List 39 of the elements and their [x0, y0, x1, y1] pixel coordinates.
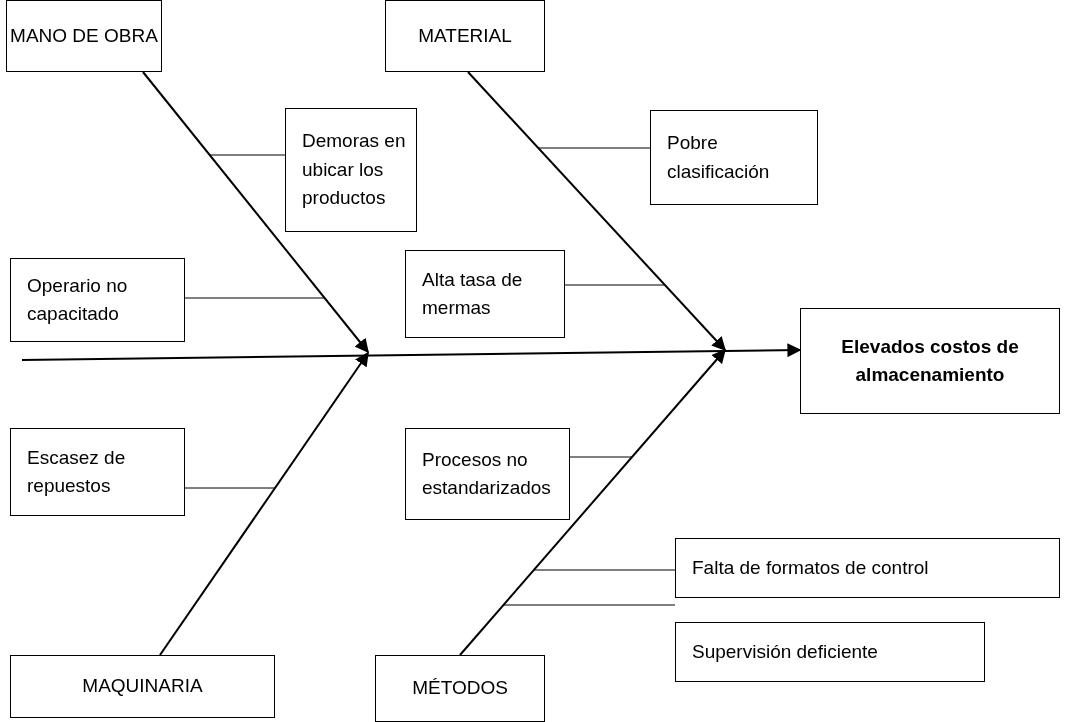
cause-box	[10, 428, 185, 516]
cause-box	[675, 538, 1060, 598]
category-box	[6, 0, 162, 72]
category-label: MÉTODOS	[412, 676, 508, 701]
cause-label: Escasez de repuestos	[27, 445, 127, 498]
branch-line	[502, 604, 676, 606]
bone-arrow	[142, 71, 369, 354]
effect-box	[800, 308, 1060, 414]
branch-line	[209, 154, 286, 156]
cause-box	[675, 622, 985, 682]
bone-arrow	[159, 351, 369, 656]
cause-label: Falta de formatos de control	[692, 555, 929, 580]
cause-label: Pobre clasificación	[667, 131, 771, 184]
cause-box	[405, 428, 570, 520]
category-label: MANO DE OBRA	[10, 23, 158, 48]
category-box	[10, 655, 275, 718]
branch-line	[184, 487, 276, 489]
branch-line	[184, 297, 326, 299]
cause-label: Alta tasa de mermas	[422, 267, 524, 320]
cause-label: Procesos no estandarizados	[422, 447, 552, 500]
cause-label: Operario no capacitado	[27, 273, 129, 326]
category-box	[385, 0, 545, 72]
cause-box	[650, 110, 818, 205]
cause-label: Supervisión deficiente	[692, 639, 878, 664]
branch-line	[564, 284, 666, 286]
cause-label: Demoras en ubicar los productos	[302, 129, 407, 211]
cause-box	[10, 258, 185, 342]
branch-line	[533, 569, 676, 571]
effect-label: Elevados costos de almacenamiento	[840, 334, 1020, 387]
branch-line	[537, 147, 651, 149]
spine-arrow	[21, 343, 802, 361]
branch-line	[569, 456, 633, 458]
category-box	[375, 655, 545, 722]
category-label: MATERIAL	[418, 23, 512, 48]
cause-box	[285, 108, 417, 232]
cause-box	[405, 250, 565, 338]
category-label: MAQUINARIA	[82, 674, 203, 699]
bone-arrow	[459, 348, 726, 656]
bone-arrow	[467, 71, 726, 352]
